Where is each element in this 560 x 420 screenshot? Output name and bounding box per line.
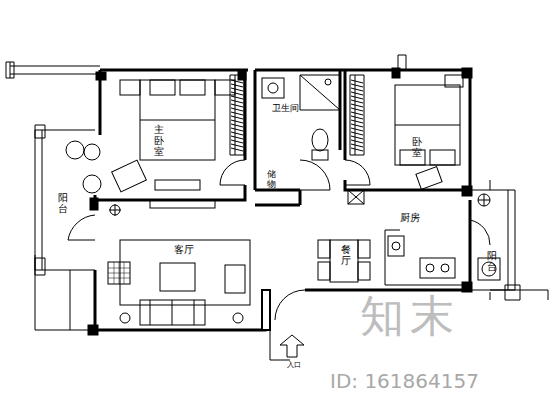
closet-hanger bbox=[351, 100, 363, 103]
closet-hanger bbox=[351, 112, 363, 115]
room-label: 客厅 bbox=[174, 244, 194, 255]
closet-hanger bbox=[231, 140, 243, 143]
closet-hanger bbox=[231, 80, 243, 83]
closet-hanger bbox=[231, 92, 243, 95]
closet-hanger bbox=[231, 112, 243, 115]
closet-hanger bbox=[231, 136, 243, 139]
closet-hanger bbox=[351, 92, 363, 95]
closet-hanger bbox=[231, 144, 243, 147]
closet-hanger bbox=[351, 80, 363, 83]
closet-hanger bbox=[351, 124, 363, 127]
room-label: 阳台 bbox=[58, 192, 68, 214]
closet-hanger bbox=[231, 116, 243, 119]
closet-hanger bbox=[231, 104, 243, 107]
room-label: 储物 bbox=[267, 170, 276, 190]
closet-hanger bbox=[231, 100, 243, 103]
closet-hanger bbox=[231, 124, 243, 127]
closet-hanger bbox=[351, 108, 363, 111]
closet-hanger bbox=[231, 120, 243, 123]
room-label: 餐厅 bbox=[341, 244, 351, 266]
room-label: 厨房 bbox=[400, 212, 420, 223]
room-label: 主卧室 bbox=[154, 124, 164, 157]
closet-hanger bbox=[231, 148, 243, 151]
closet-hanger bbox=[231, 108, 243, 111]
room-label: 阳台 bbox=[487, 250, 497, 272]
closet-hanger bbox=[351, 148, 363, 151]
entrance-label: 入口 bbox=[287, 362, 301, 370]
closet-hanger bbox=[351, 128, 363, 131]
closet-hanger bbox=[231, 84, 243, 87]
closet-hanger bbox=[351, 96, 363, 99]
watermark: 知末 bbox=[360, 292, 460, 340]
closet-hanger bbox=[351, 88, 363, 91]
room-label: 卫生间 bbox=[272, 104, 299, 114]
closet-hanger bbox=[231, 128, 243, 131]
closet-hanger bbox=[351, 136, 363, 139]
room-label: 卧室 bbox=[412, 136, 422, 158]
watermark: ID: 161864157 bbox=[330, 370, 479, 392]
closet-hanger bbox=[231, 88, 243, 91]
closet-hanger bbox=[231, 96, 243, 99]
closet-hanger bbox=[351, 120, 363, 123]
closet-hanger bbox=[351, 132, 363, 135]
closet-hanger bbox=[231, 132, 243, 135]
closet-hanger bbox=[351, 140, 363, 143]
closet-hanger bbox=[351, 116, 363, 119]
closet-hanger bbox=[351, 84, 363, 87]
closet-hanger bbox=[351, 144, 363, 147]
closet-hanger bbox=[351, 104, 363, 107]
